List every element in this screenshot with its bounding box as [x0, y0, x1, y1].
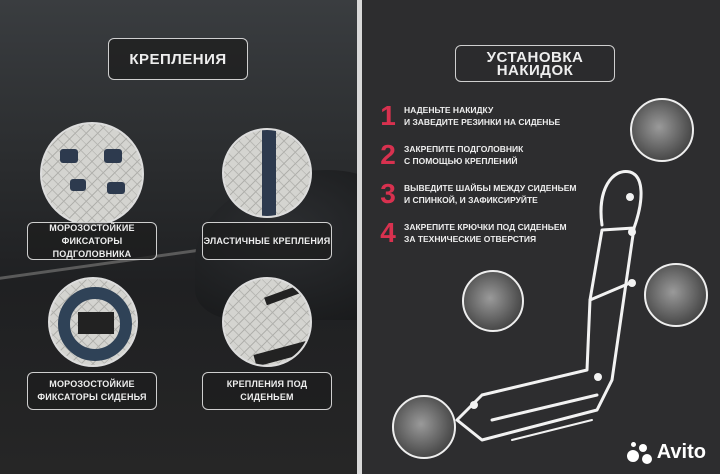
headrest-photo — [630, 98, 694, 162]
headrest-clips-image — [40, 122, 144, 226]
under-seat-hooks-label: КРЕПЛЕНИЯ ПОД СИДЕНЬЕМ — [202, 372, 332, 410]
under-seat-photo — [392, 395, 456, 459]
elastic-straps-label: ЭЛАСТИЧНЫЕ КРЕПЛЕНИЯ — [202, 222, 332, 260]
seat-diagram — [455, 170, 643, 442]
mounts-title: КРЕПЛЕНИЯ — [108, 38, 248, 80]
elastic-straps-image — [222, 128, 312, 218]
seat-gap-photo — [462, 270, 524, 332]
seat-clips-image — [48, 277, 138, 367]
installation-title: УСТАНОВКА НАКИДОК — [455, 45, 615, 82]
backrest-photo — [644, 263, 708, 327]
avito-watermark: Avito — [626, 441, 706, 464]
avito-logo-icon — [626, 441, 653, 464]
under-seat-hooks-image — [222, 277, 312, 367]
